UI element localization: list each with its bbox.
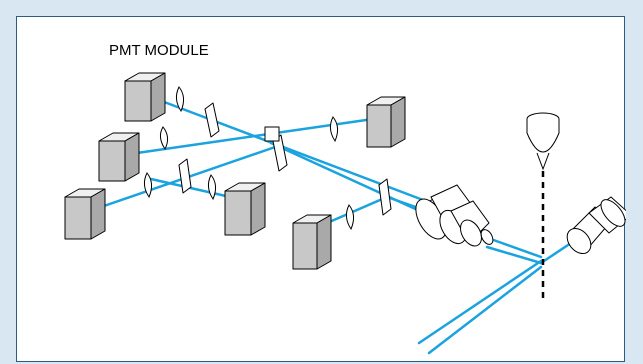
nozzle-icon: [526, 112, 560, 171]
lens-icon: [143, 172, 153, 199]
beam-d: [99, 143, 283, 209]
pmt-module-icon: [292, 214, 332, 270]
pmt-modules: [64, 72, 406, 270]
lens-icon: [159, 126, 169, 150]
pmt-module-icon: [64, 188, 106, 240]
optical-diagram: PMT MODULE: [64, 42, 626, 355]
dichroic-mirror-icon: [378, 178, 392, 216]
lens-icon: [329, 116, 339, 143]
diagram-canvas: PMT MODULE: [16, 16, 626, 362]
pmt-module-icon: [366, 96, 406, 148]
beam-e: [149, 177, 241, 201]
beam-b: [269, 141, 435, 219]
lens-icon: [207, 174, 217, 201]
diagram-title: PMT MODULE: [109, 42, 209, 59]
dichroic-mirror-icon: [178, 158, 192, 194]
camera-icon: [566, 196, 626, 255]
pmt-module-icon: [124, 72, 166, 122]
beam-h: [483, 235, 543, 259]
objective-icon: [415, 184, 494, 247]
beam-c: [135, 117, 375, 155]
beam-f: [325, 195, 389, 225]
beam-splitter-icon: [264, 126, 280, 142]
laser-beams: [99, 95, 585, 355]
beam-out-3: [485, 245, 543, 265]
dichroic-mirror-icon: [204, 102, 220, 138]
lens-icon: [175, 86, 185, 113]
beam-out-1: [417, 259, 543, 345]
lens-icon: [345, 204, 355, 231]
pmt-module-icon: [98, 132, 140, 182]
beam-out-2: [427, 265, 543, 355]
pmt-module-icon: [224, 182, 266, 236]
lenses: [143, 86, 355, 231]
dichroic-mirrors: [178, 102, 392, 216]
